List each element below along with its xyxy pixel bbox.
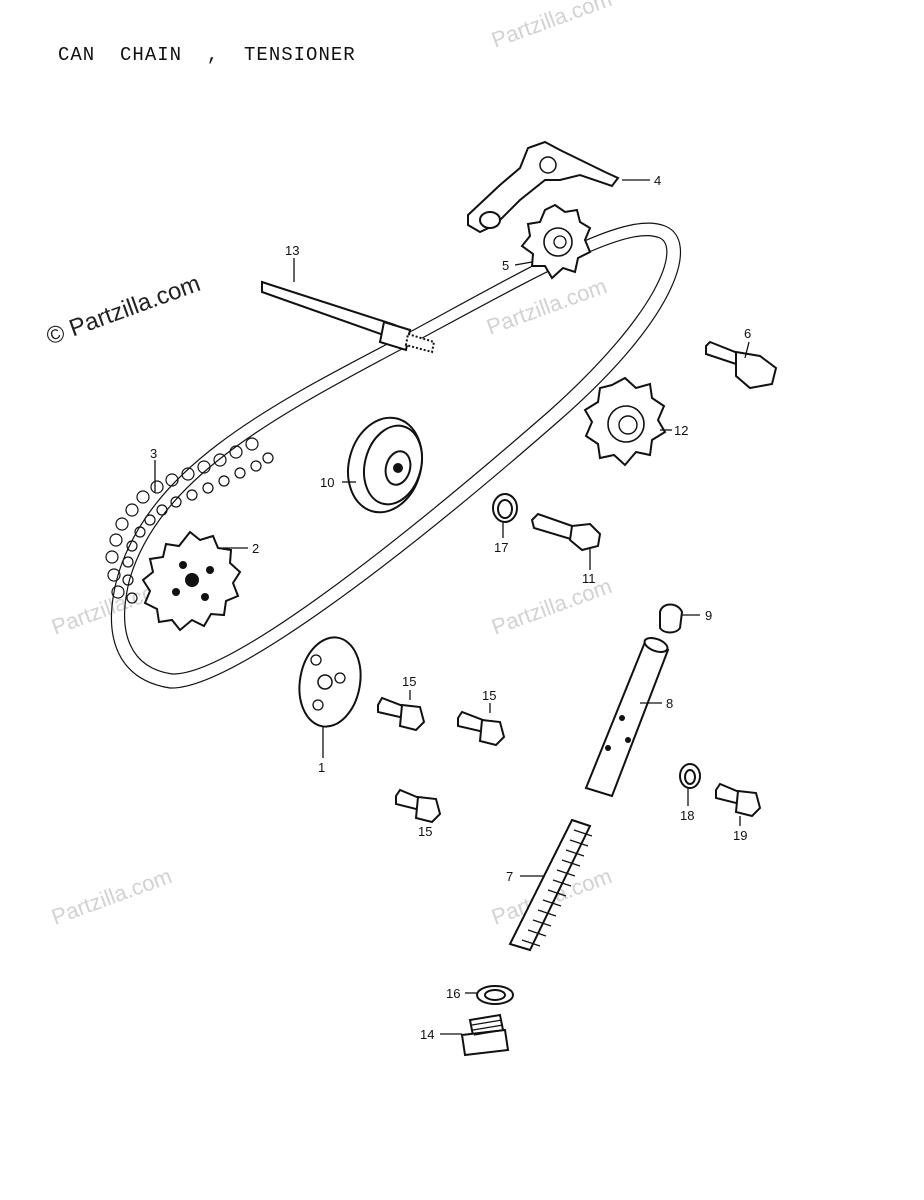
bolt-6 [705,340,778,390]
bolt-15c [395,788,442,824]
callout-17: 17 [494,540,508,555]
watermark: Partzilla.com [488,573,615,640]
callout-16: 16 [446,986,460,1001]
callout-14: 14 [420,1027,434,1042]
tensioner-sprocket-lower [583,376,667,467]
callout-15c: 15 [418,824,432,839]
callout-3: 3 [150,446,157,461]
cam-chain [105,222,682,689]
callout-11: 11 [582,571,596,586]
sprocket-plate [298,636,362,728]
callout-15a: 15 [402,674,416,689]
callout-5: 5 [502,258,509,273]
callout-15b: 15 [482,688,496,703]
washer-18 [679,763,701,789]
collar-17 [492,493,518,523]
bolt-11 [530,512,602,552]
bolt-19 [715,782,762,818]
callout-4: 4 [654,173,661,188]
watermarks: © Partzilla.com Partzilla.com Partzilla.… [43,0,615,930]
callout-labels: 1 2 3 4 5 6 7 8 9 10 11 12 13 14 15 15 1… [150,173,751,1042]
callout-8: 8 [666,696,673,711]
tensioner-arm [467,140,620,234]
leader-lines [154,179,750,1035]
callout-7: 7 [506,869,513,884]
cam-sprocket [141,530,242,632]
callout-6: 6 [744,326,751,341]
callout-9: 9 [705,608,712,623]
watermark: © Partzilla.com [43,270,204,351]
page-title: CAN CHAIN , TENSIONER [58,44,356,66]
callout-10: 10 [320,475,334,490]
sealing-bolt-14 [460,1013,510,1057]
watermark: Partzilla.com [488,0,615,53]
tensioner-roller [347,416,423,514]
watermark: Partzilla.com [483,273,610,340]
callout-13: 13 [285,243,299,258]
cap-9 [659,603,684,634]
washer-16 [476,985,514,1005]
watermark: Partzilla.com [48,863,175,930]
tensioner-sprocket-upper [520,203,592,280]
callout-1: 1 [318,760,325,775]
callout-19: 19 [733,828,747,843]
tensioner-spring [508,818,593,952]
callout-18: 18 [680,808,694,823]
roller-shaft [261,280,436,354]
bolt-15a [377,696,426,732]
tensioner-pipe [584,637,670,798]
bolt-15b [457,710,506,747]
callout-2: 2 [252,541,259,556]
callout-12: 12 [674,423,688,438]
